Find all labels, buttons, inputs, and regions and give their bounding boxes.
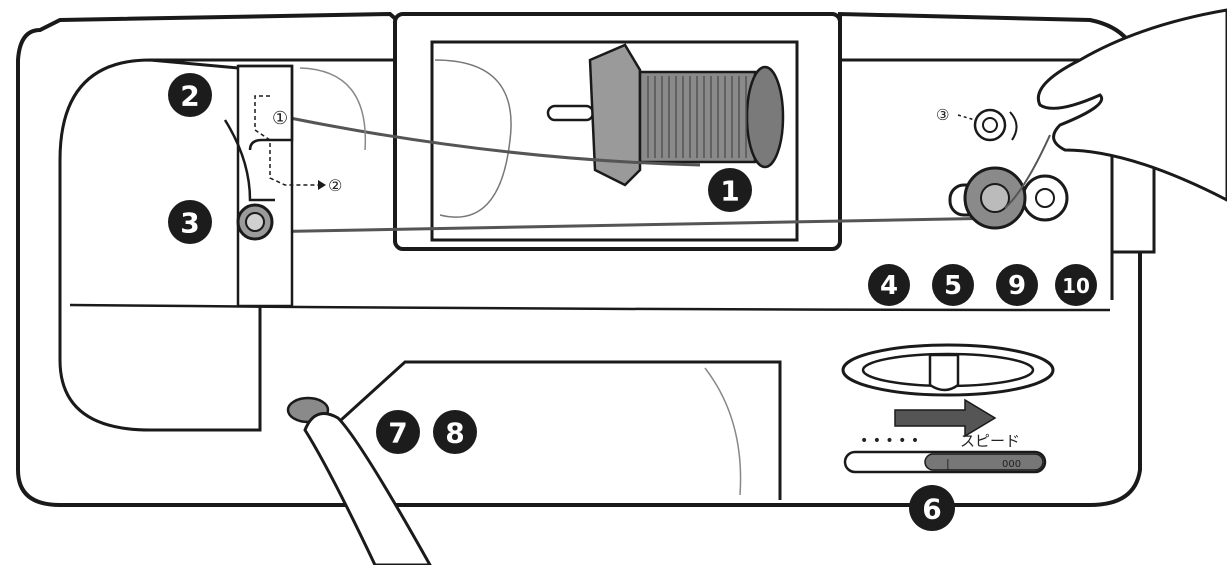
- guide-arc: [299, 67, 367, 151]
- thread-line-lower: [254, 216, 1006, 234]
- thread-guide-hook: [238, 64, 294, 151]
- guide-dashed-path: [254, 95, 320, 186]
- direction-arrow-icon: [894, 398, 997, 438]
- step-badge-3: 3: [168, 200, 212, 244]
- bobbin-winder-center: [980, 183, 1010, 213]
- thread-spool: [546, 43, 785, 187]
- svg-text:2: 2: [180, 80, 199, 113]
- svg-text:3: 3: [180, 207, 199, 240]
- sub-marker-3: ③: [936, 106, 949, 124]
- step-badge-4: 4: [868, 264, 910, 306]
- tension-knob-center: [245, 212, 265, 232]
- divider-line: [69, 303, 1111, 312]
- speed-fast-mark: 000: [1002, 459, 1021, 470]
- step-badge-1: 1: [708, 168, 752, 212]
- sub-marker-2: ②: [328, 176, 342, 195]
- small-bobbin-inner: [982, 117, 998, 133]
- guide-wire: [223, 119, 275, 202]
- lower-cover: [328, 360, 782, 500]
- pointing-hand-icon: [1004, 8, 1227, 209]
- sub-marker-1: ①: [272, 108, 288, 129]
- step-badge-9: 9: [996, 264, 1038, 306]
- speed-dots: • • • • •: [860, 433, 919, 449]
- svg-text:7: 7: [388, 417, 407, 450]
- thread-line-upper: [289, 116, 701, 167]
- speed-slider: | 000: [843, 450, 1047, 474]
- spool-cap: [588, 43, 642, 187]
- bobbin-dashed-link: [957, 114, 976, 121]
- spool-end: [745, 65, 785, 169]
- guide-dashed-arrow: [318, 180, 326, 190]
- rotation-arrow: [1009, 111, 1018, 141]
- svg-text:1: 1: [720, 175, 739, 208]
- stitch-selector-lever: [841, 343, 1055, 397]
- step-badge-10: 10: [1055, 264, 1097, 306]
- svg-text:4: 4: [880, 271, 898, 301]
- svg-text:10: 10: [1062, 274, 1090, 298]
- svg-text:5: 5: [944, 271, 962, 301]
- step-badge-2: 2: [168, 73, 212, 117]
- inner-panel-outline: [58, 58, 262, 432]
- svg-text:6: 6: [922, 493, 941, 526]
- step-badge-7: 7: [376, 410, 420, 454]
- svg-text:9: 9: [1008, 271, 1026, 301]
- spool-pin: [546, 104, 595, 122]
- svg-text:8: 8: [445, 417, 464, 450]
- thread-guide-plate: [236, 64, 294, 308]
- step-badge-8: 8: [433, 410, 477, 454]
- pressing-finger-icon: [303, 412, 432, 565]
- speed-slow-mark: |: [946, 457, 950, 470]
- cover-inner-curve: [434, 59, 512, 218]
- step-badge-5: 5: [932, 264, 974, 306]
- bobbin-winder-stop-hole: [1035, 188, 1055, 208]
- step-badge-6: 6: [909, 485, 955, 531]
- speed-label: スピード: [960, 432, 1020, 450]
- lower-cover-curve: [704, 367, 742, 496]
